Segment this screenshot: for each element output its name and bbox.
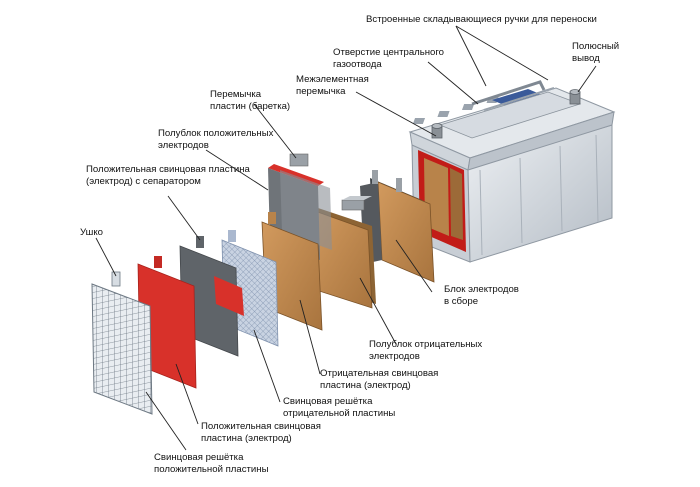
leader-lines (95, 25, 597, 451)
positive-grid (91, 271, 153, 415)
lug (111, 271, 121, 287)
label-positive-group: Полублок положительных электродов (158, 128, 274, 151)
label-assembled-block: Блок электродов в сборе (444, 284, 519, 307)
label-carry-handles: Встроенные складывающиеся ручки для пере… (366, 14, 597, 25)
label-gas-vent: Отверстие центрального газоотвода (333, 47, 445, 70)
label-negative-group: Полублок отрицательных электродов (369, 339, 483, 362)
terminal-post (431, 89, 581, 139)
label-positive-plate: Положительная свинцовая пластина (электр… (201, 421, 321, 444)
label-lug: Ушко (80, 227, 104, 238)
label-intercell-connector: Межэлементная перемычка (296, 74, 369, 97)
label-positive-plate-separator: Положительная свинцовая пластина (электр… (86, 164, 250, 187)
label-negative-grid: Свинцовая решётка отрицательной пластины (283, 396, 396, 419)
label-terminal: Полюсный вывод (572, 41, 620, 64)
label-positive-grid: Свинцовая решётка положительной пластины (154, 452, 269, 475)
label-negative-plate: Отрицательная свинцовая пластина (электр… (320, 368, 439, 391)
battery-case (408, 80, 616, 263)
label-plate-strap: Перемычка пластин (баретка) (210, 89, 291, 112)
